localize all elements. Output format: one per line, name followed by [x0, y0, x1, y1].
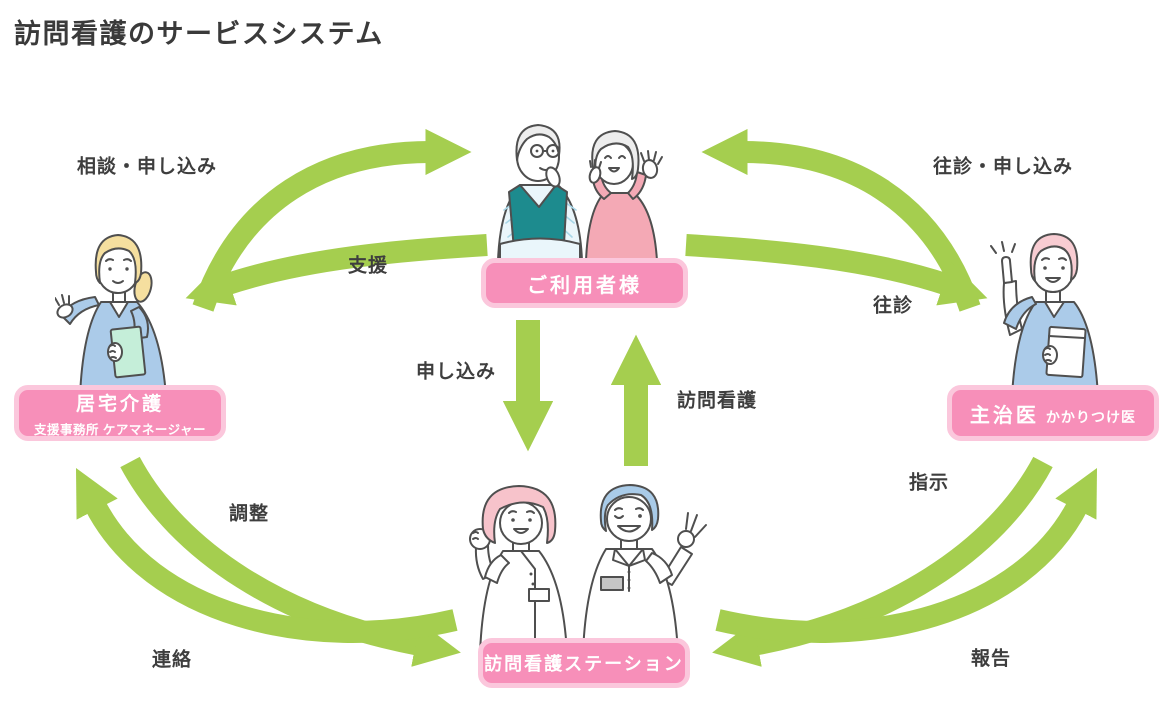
- arrow-label-adjust: 調整: [228, 503, 270, 525]
- arrow-label-report: 報告: [970, 648, 1012, 670]
- arrow-label-consult-apply: 相談・申し込み: [76, 156, 218, 178]
- arrow-label-visit-nursing: 訪問看護: [676, 390, 758, 412]
- node-station-label: 訪問看護ステーション: [484, 654, 684, 674]
- node-users: ご利用者様: [481, 258, 688, 308]
- arrow-contact-to-care-manager: [75, 468, 458, 643]
- nurses-illustration: [469, 484, 707, 654]
- arrow-label-contact: 連絡: [151, 649, 193, 671]
- page-title: 訪問看護のサービスシステム: [14, 19, 384, 49]
- node-care-manager-sub: 支援事務所 ケアマネージャー: [33, 422, 207, 437]
- arrow-report-to-doctor: [715, 468, 1098, 643]
- arrow-label-instruction: 指示: [908, 472, 950, 494]
- elderly-couple-illustration: [497, 124, 663, 262]
- doctor-illustration: [990, 233, 1099, 397]
- arrow-housecall-to-doctor: [685, 234, 988, 306]
- arrow-label-apply: 申し込み: [415, 361, 497, 383]
- arrow-label-support: 支援: [347, 255, 389, 277]
- node-doctor-sub: かかりつけ医: [1045, 408, 1137, 425]
- node-doctor: 主治医 かかりつけ医: [947, 385, 1159, 441]
- node-station: 訪問看護ステーション: [478, 638, 690, 688]
- care-manager-illustration: [55, 234, 167, 397]
- node-care-manager: 居宅介護 支援事務所 ケアマネージャー: [14, 385, 226, 441]
- arrow-support-to-care-manager: [185, 234, 488, 306]
- node-care-manager-main: 居宅介護: [75, 393, 164, 415]
- node-doctor-main: 主治医: [969, 404, 1039, 427]
- arrow-label-housecall-apply: 往診・申し込み: [932, 156, 1074, 178]
- arrow-label-housecall: 往診: [872, 295, 914, 317]
- node-users-label: ご利用者様: [527, 274, 642, 297]
